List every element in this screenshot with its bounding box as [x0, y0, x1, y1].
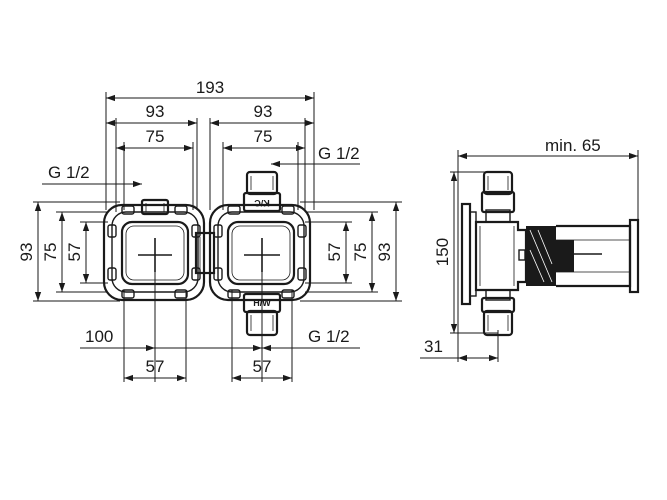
- dim-height-outer-left: 93: [17, 243, 36, 262]
- valve-body-side: [474, 220, 528, 292]
- dim-height-inner-right: 57: [325, 243, 344, 262]
- dim-height-inner-left: 57: [65, 243, 84, 262]
- dim-bottom-left: 57: [146, 357, 165, 376]
- valve-housing-right: [208, 203, 312, 302]
- extension-lines-horizontal: [33, 201, 402, 302]
- thread-top-label: G 1/2: [318, 144, 360, 163]
- top-fitting-cold: K/C: [242, 170, 282, 213]
- thread-top-left-label: G 1/2: [48, 163, 90, 182]
- dim-height-mid-right: 75: [351, 243, 370, 262]
- horizontal-dimensions: 193 93 93 75 75 G 1/2 G 1/2 G 1/2 100: [42, 78, 360, 382]
- dim-inner-left: 75: [146, 127, 165, 146]
- side-top-fitting: [480, 170, 516, 223]
- vertical-dimensions: 93 75 57 57 75 93: [17, 202, 400, 301]
- center-cross-right: [244, 238, 280, 272]
- mounting-plate: [460, 202, 477, 306]
- dim-total-width: 193: [196, 78, 224, 97]
- cartridge-section: [526, 226, 556, 286]
- marking-bottom: H/W: [253, 298, 271, 308]
- side-bottom-fitting: [480, 289, 516, 337]
- dim-height-side: 150: [433, 238, 452, 266]
- dim-height-mid-left: 75: [41, 243, 60, 262]
- valve-housing-left: [102, 198, 206, 302]
- dim-height-outer-right: 93: [375, 243, 394, 262]
- bottom-fitting-hot: H/W: [242, 292, 282, 337]
- dim-half-right: 93: [254, 102, 273, 121]
- dim-depth: min. 65: [545, 136, 601, 155]
- dim-offset: 31: [424, 337, 443, 356]
- dim-bottom-right: 57: [253, 357, 272, 376]
- side-view: min. 65 150 31: [420, 136, 640, 362]
- center-cross-left: [138, 238, 172, 272]
- extension-sleeve: [556, 218, 640, 294]
- thread-bottom-label: G 1/2: [308, 327, 350, 346]
- marking-top: K/C: [254, 198, 270, 208]
- front-view: 193 93 93 75 75 G 1/2 G 1/2 G 1/2 100: [17, 78, 402, 382]
- dim-half-left: 93: [146, 102, 165, 121]
- dim-center-distance: 100: [85, 327, 113, 346]
- dim-inner-right: 75: [254, 127, 273, 146]
